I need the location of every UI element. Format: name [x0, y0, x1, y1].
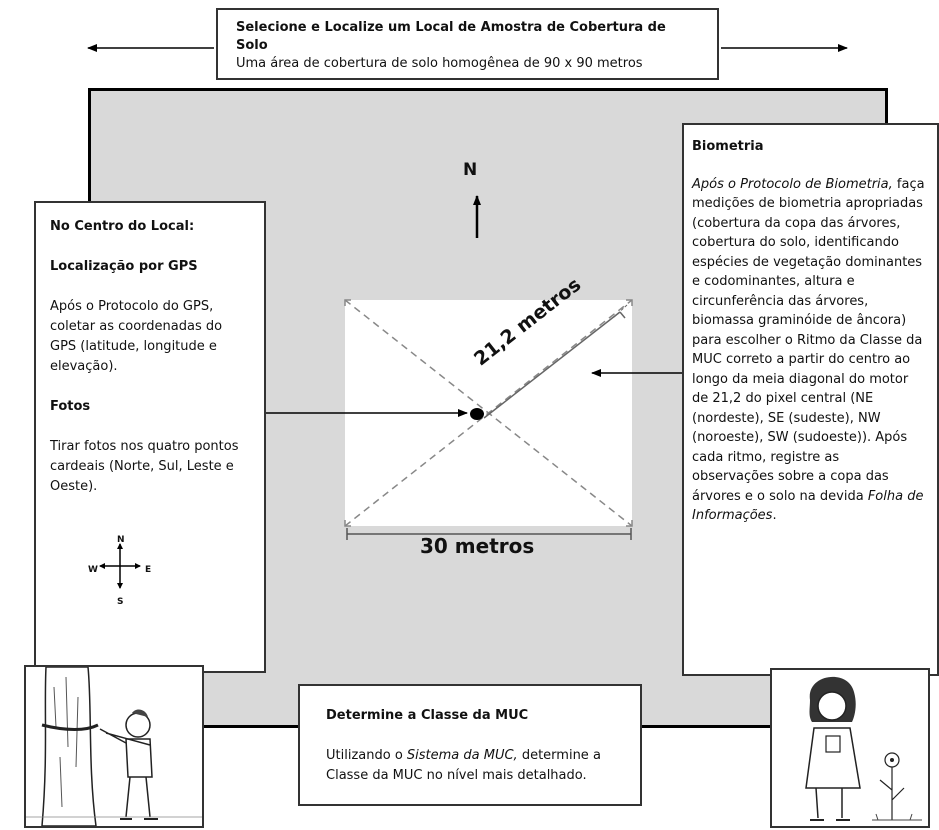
muc-class-heading: Determine a Classe da MUC: [326, 708, 529, 723]
tree-measuring-illustration: [24, 665, 204, 828]
muc-class-box: Determine a Classe da MUC Utilizando o S…: [298, 684, 642, 806]
site-selection-subtitle: Uma área de cobertura de solo homogênea …: [236, 56, 643, 71]
site-selection-box: Selecione e Localize um Local de Amostra…: [216, 8, 719, 80]
biometry-box: Biometria Após o Protocolo de Biometria,…: [682, 123, 939, 676]
compass-e: E: [145, 565, 152, 575]
center-pixel-square: [345, 300, 632, 526]
site-center-heading: No Centro do Local:: [50, 219, 195, 234]
biometry-text: Após o Protocolo de Biometria, faça medi…: [692, 176, 925, 524]
compass-s: S: [117, 597, 124, 607]
site-center-box: No Centro do Local: Localização por GPS …: [34, 201, 266, 673]
site-selection-title: Selecione e Localize um Local de Amostra…: [236, 20, 666, 53]
compass-w: W: [88, 565, 98, 575]
biometry-intro: Após o Protocolo de Biometria,: [692, 176, 893, 192]
biometry-main-text: faça medições de biometria apropriadas (…: [692, 176, 925, 504]
biometry-datasheet: Folha de Informações: [692, 488, 924, 524]
biometry-heading: Biometria: [692, 139, 764, 154]
north-label: N: [463, 160, 478, 180]
compass-rose: N S W E: [80, 528, 160, 607]
muc-system-name: Sistema da MUC,: [406, 748, 518, 763]
muc-class-text: Utilizando o Sistema da MUC, determine a…: [326, 748, 601, 783]
photos-heading: Fotos: [50, 399, 91, 414]
scale-label: 30 metros: [420, 534, 535, 558]
compass-n: N: [117, 535, 125, 545]
girl-notes-icon: [805, 676, 922, 821]
gps-heading: Localização por GPS: [50, 259, 198, 274]
tree-measure-icon: [26, 666, 202, 827]
girl-observing-illustration: [770, 668, 930, 828]
photos-text: Tirar fotos nos quatro pontos cardeais (…: [50, 439, 239, 494]
compass-arrows-icon: [99, 543, 141, 589]
gps-text: Após o Protocolo do GPS, coletar as coor…: [50, 299, 223, 374]
